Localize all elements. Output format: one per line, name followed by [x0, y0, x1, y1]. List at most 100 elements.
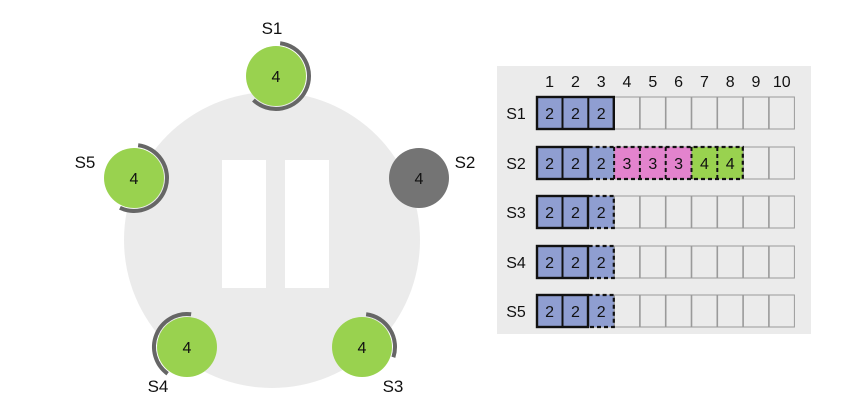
- log-entry-term: 2: [571, 156, 580, 173]
- log-entry[interactable]: 3: [666, 147, 692, 179]
- server-node-circle: [104, 148, 164, 208]
- server-term-label: 4: [272, 69, 281, 86]
- server-term-label: 4: [415, 171, 424, 188]
- log-entry-term: 3: [674, 156, 683, 173]
- log-slot: [768, 195, 795, 229]
- log-slot: [613, 96, 641, 130]
- log-slot: [742, 146, 770, 180]
- log-entry-term: 4: [726, 156, 735, 173]
- log-entry-term: 2: [545, 205, 554, 222]
- log-slot: [613, 294, 641, 328]
- log-entry-fill: [717, 147, 743, 179]
- log-index-label: 1: [545, 74, 554, 91]
- log-entry-fill: [537, 97, 563, 129]
- log-slot: [665, 96, 692, 130]
- log-slot: [742, 96, 770, 130]
- log-index-label: 3: [597, 74, 606, 91]
- log-entry-term: 2: [545, 304, 554, 321]
- log-entry[interactable]: 2: [537, 97, 563, 129]
- log-slot: [665, 195, 692, 229]
- server-term-label: 4: [183, 340, 192, 357]
- log-entry-fill: [562, 147, 588, 179]
- log-entry[interactable]: 2: [562, 246, 588, 278]
- log-entry[interactable]: 2: [537, 246, 563, 278]
- server-name-label: S4: [148, 377, 169, 396]
- log-slot: [768, 245, 795, 279]
- server-name-label: S1: [262, 19, 283, 38]
- server-node-circle: [157, 317, 217, 377]
- log-slot: [639, 195, 666, 229]
- log-slot: [768, 294, 795, 328]
- log-entry[interactable]: 2: [562, 147, 588, 179]
- log-slot: [691, 294, 718, 328]
- log-entry-fill: [537, 196, 563, 228]
- log-entry-fill: [588, 196, 614, 228]
- log-entry[interactable]: 2: [537, 196, 563, 228]
- log-entry[interactable]: 2: [588, 97, 614, 129]
- log-entry[interactable]: 2: [588, 246, 614, 278]
- log-entry[interactable]: 2: [588, 295, 614, 327]
- log-slot: [717, 96, 744, 130]
- committed-entries-border: [535, 95, 616, 131]
- log-slot: [742, 195, 770, 229]
- log-slot: [639, 245, 666, 279]
- log-entry[interactable]: 2: [537, 147, 563, 179]
- log-slot: [768, 146, 795, 180]
- log-index-label: 2: [571, 74, 580, 91]
- log-slot: [613, 195, 641, 229]
- log-entry-fill: [588, 246, 614, 278]
- log-slot: [768, 96, 795, 130]
- log-entry[interactable]: 2: [537, 295, 563, 327]
- log-entry-fill: [666, 147, 692, 179]
- log-entry-fill: [691, 147, 717, 179]
- log-entry[interactable]: 2: [588, 147, 614, 179]
- log-slot: [665, 245, 692, 279]
- log-entry-term: 3: [623, 156, 632, 173]
- log-entry-term: 3: [648, 156, 657, 173]
- log-index-label: 6: [674, 74, 683, 91]
- log-entry[interactable]: 2: [562, 295, 588, 327]
- election-timer-arc: [119, 143, 169, 213]
- election-timer-arc: [252, 41, 311, 111]
- log-entry[interactable]: 2: [562, 97, 588, 129]
- log-entry-fill: [537, 246, 563, 278]
- log-entry-fill: [588, 295, 614, 327]
- log-slot: [613, 245, 641, 279]
- server-s1[interactable]: 4 S1: [246, 19, 311, 111]
- log-slot: [639, 294, 666, 328]
- log-entry[interactable]: 3: [614, 147, 640, 179]
- log-index-label: 10: [773, 74, 791, 91]
- log-entry-term: 2: [597, 205, 606, 222]
- log-index-label: 9: [752, 74, 761, 91]
- server-node-circle: [246, 46, 306, 106]
- log-entry-fill: [562, 246, 588, 278]
- log-entry[interactable]: 3: [640, 147, 666, 179]
- log-entry[interactable]: 2: [588, 196, 614, 228]
- server-s3[interactable]: 4S3: [332, 312, 403, 396]
- server-s4[interactable]: 4S4: [148, 312, 217, 396]
- log-index-label: 4: [623, 74, 632, 91]
- log-row-label: S3: [506, 205, 526, 222]
- server-s2[interactable]: 4S2: [389, 148, 475, 208]
- log-entry-fill: [588, 147, 614, 179]
- log-row-label: S5: [506, 304, 526, 321]
- log-slot: [691, 195, 718, 229]
- log-entry[interactable]: 2: [562, 196, 588, 228]
- log-entry[interactable]: 4: [691, 147, 717, 179]
- server-s5[interactable]: 4S5: [75, 143, 169, 213]
- pause-icon[interactable]: [222, 160, 329, 288]
- election-timer-arc: [365, 312, 397, 358]
- log-entry[interactable]: 4: [717, 147, 743, 179]
- log-slot: [717, 245, 744, 279]
- log-slot: [665, 294, 692, 328]
- log-entry-fill: [537, 295, 563, 327]
- log-entry-term: 2: [597, 106, 606, 123]
- server-name-label: S5: [75, 153, 96, 172]
